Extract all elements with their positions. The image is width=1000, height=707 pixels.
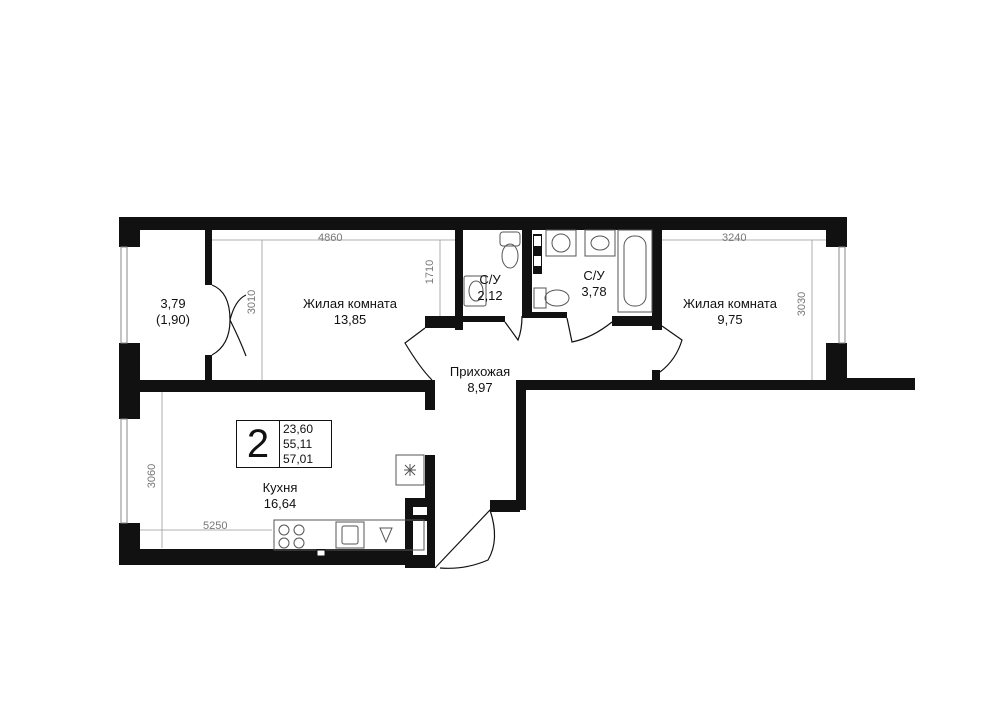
wall-bath2-bottom — [522, 312, 567, 318]
dim-living1-width: 4860 — [318, 232, 343, 244]
fixtures — [273, 229, 653, 557]
bath2-area: 3,78 — [581, 284, 607, 299]
wall-living2-stub — [612, 316, 662, 326]
rooms-count: 2 — [237, 421, 280, 467]
living1-label: Жилая комната 13,85 — [270, 296, 430, 328]
wall-top — [119, 217, 847, 230]
dimension-lines — [140, 239, 826, 548]
dim-living1-depth: 1710 — [424, 259, 437, 285]
bath1-area: 2,12 — [477, 288, 503, 303]
wall-left-upper — [119, 217, 140, 247]
living-area: 23,60 — [283, 422, 314, 436]
door-storage — [211, 284, 247, 357]
living1-area: 13,85 — [333, 312, 367, 327]
storage-area-alt: (1,90) — [156, 312, 190, 327]
wall-bath1-bottom — [455, 316, 505, 322]
summary-badge: 2 23,60 55,11 57,01 — [236, 420, 332, 468]
kitchen-label: Кухня 16,64 — [240, 480, 320, 512]
dim-living2-width: 3240 — [722, 232, 747, 244]
wall-entry-jamb — [490, 500, 520, 512]
storage-area: 3,79 — [160, 296, 186, 311]
windows — [120, 246, 846, 524]
sink-bath1 — [463, 275, 487, 307]
hall-name: Прихожая — [449, 364, 511, 379]
entry-door-frame — [411, 505, 429, 557]
wall-hall-left — [425, 380, 435, 410]
hall-area: 8,97 — [467, 380, 493, 395]
window-left-upper — [120, 246, 128, 344]
dim-kitchen-height: 3060 — [146, 463, 159, 489]
wall-kitchen-bottom — [119, 549, 434, 565]
bathtub-bath2 — [617, 229, 653, 313]
shaft-bath2 — [533, 234, 542, 274]
toilet-bath1 — [499, 231, 521, 269]
hall-label: Прихожая 8,97 — [438, 364, 522, 396]
bath1-label: С/У 2,12 — [470, 252, 510, 304]
total-area: 55,11 — [283, 437, 313, 451]
wall-living2-post — [652, 370, 660, 382]
window-left-lower — [120, 418, 128, 524]
living1-name: Жилая комната — [303, 296, 397, 311]
wall-right-lower — [826, 343, 847, 389]
bath2-name: С/У — [583, 268, 605, 283]
washer-bath2 — [545, 229, 577, 257]
balcony-ledge — [826, 378, 915, 390]
area-values: 23,60 55,11 57,01 — [280, 422, 335, 467]
wall-right-upper — [826, 217, 847, 247]
wall-living1-stub — [425, 316, 462, 328]
kitchen-counter — [273, 454, 425, 551]
door-bath2 — [566, 317, 613, 343]
bath2-label: С/У 3,78 — [572, 268, 616, 300]
wall-kitchen-top — [140, 380, 435, 392]
wall-hall-right — [516, 380, 526, 510]
total-area-alt: 57,01 — [283, 452, 314, 466]
door-entry — [434, 508, 496, 569]
door-living1 — [404, 327, 433, 381]
doors — [211, 284, 683, 569]
toilet-bath2 — [533, 287, 570, 309]
wall-living2-left — [652, 230, 662, 330]
wall-living1-right — [455, 230, 463, 330]
kitchen-vent — [316, 549, 326, 557]
window-right — [838, 246, 846, 344]
bath1-name: С/У — [479, 272, 501, 287]
wall-storage — [205, 230, 212, 285]
dim-kitchen-width: 5250 — [203, 520, 228, 532]
living2-label: Жилая комната 9,75 — [668, 296, 792, 328]
sink-bath2 — [584, 229, 616, 257]
wall-bath-mid — [522, 230, 532, 316]
living2-name: Жилая комната — [683, 296, 777, 311]
wall-storage-low — [205, 355, 212, 382]
door-living2 — [659, 325, 683, 373]
living2-area: 9,75 — [717, 312, 743, 327]
dim-living2-height: 3030 — [796, 291, 809, 317]
door-bath1 — [504, 315, 523, 342]
wall-left-mid — [119, 343, 140, 419]
wall-bottom-right — [516, 380, 846, 390]
storage-label: 3,79 (1,90) — [145, 296, 201, 328]
kitchen-area: 16,64 — [263, 496, 297, 511]
kitchen-name: Кухня — [262, 480, 298, 495]
dim-living1-height: 3010 — [246, 289, 259, 315]
